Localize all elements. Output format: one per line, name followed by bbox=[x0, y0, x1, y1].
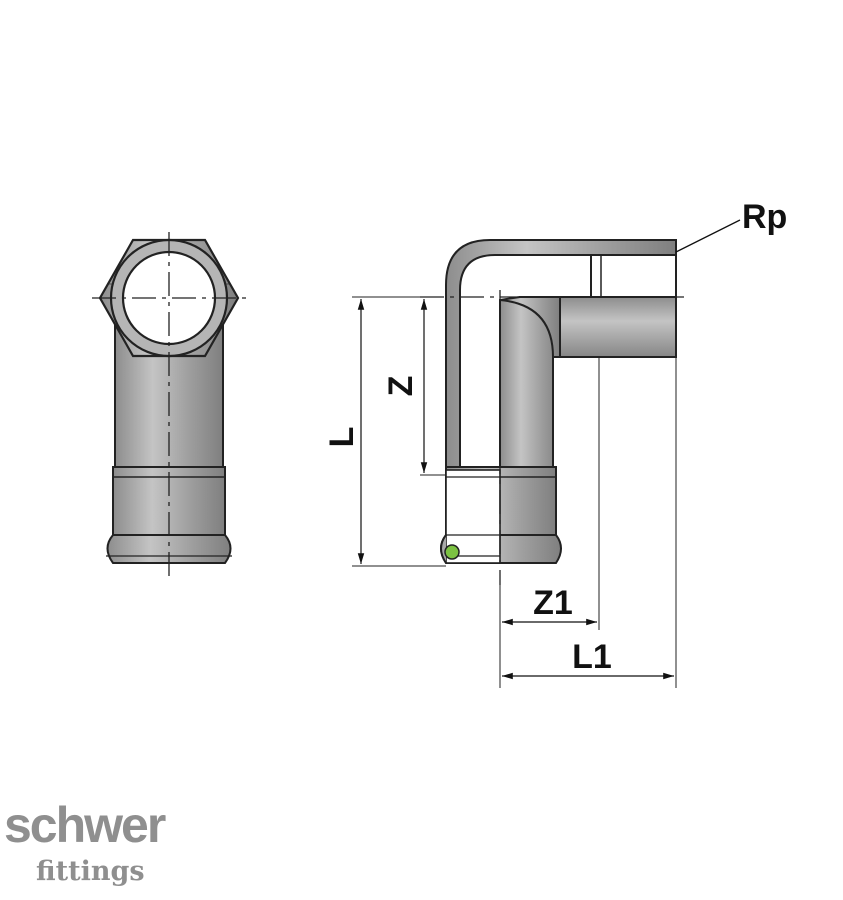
label-l1: L1 bbox=[572, 638, 612, 676]
side-view bbox=[352, 219, 741, 688]
logo-brand: schwer bbox=[4, 797, 166, 853]
internal-thread bbox=[590, 254, 677, 298]
leader-rp bbox=[675, 219, 741, 253]
elbow-outer-wall bbox=[445, 239, 677, 471]
logo-subtitle: fittings bbox=[36, 856, 145, 887]
elbow-inner-bend bbox=[499, 296, 561, 471]
label-l: L bbox=[323, 427, 361, 448]
seal-ring bbox=[444, 544, 460, 560]
label-z1: Z1 bbox=[533, 584, 573, 622]
label-z: Z bbox=[382, 376, 420, 397]
label-rp: Rp bbox=[742, 198, 787, 236]
front-view bbox=[92, 232, 246, 578]
